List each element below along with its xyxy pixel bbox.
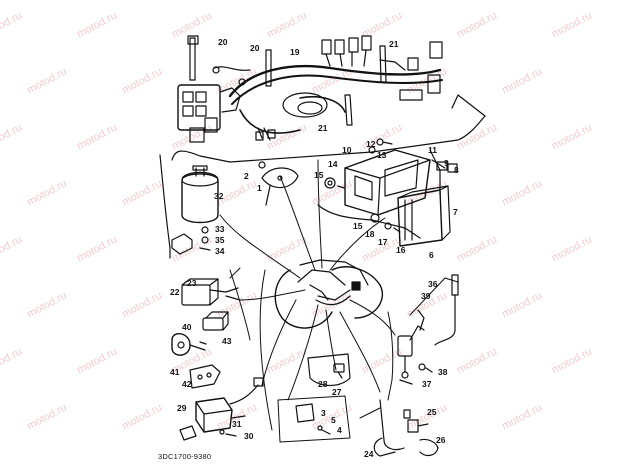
- sensor-group: [277, 353, 351, 443]
- callout-8: 8: [454, 165, 459, 175]
- callout-16: 16: [396, 245, 406, 255]
- callout-27: 27: [332, 387, 342, 397]
- wire-harness-group: [171, 35, 486, 163]
- callout-37: 37: [422, 379, 432, 389]
- callout-42: 42: [182, 379, 192, 389]
- callout-40: 40: [182, 322, 192, 332]
- callout-14: 14: [328, 159, 338, 169]
- callout-35: 35: [215, 235, 225, 245]
- callout-13: 13: [377, 150, 387, 160]
- callout-4: 4: [337, 425, 342, 435]
- callout-19: 19: [290, 47, 300, 57]
- callout-31: 31: [232, 419, 242, 429]
- battery-box-group: [317, 138, 458, 247]
- callout-17: 17: [378, 237, 388, 247]
- callout-5: 5: [331, 415, 336, 425]
- callout-9: 9: [444, 158, 449, 168]
- callout-21a: 21: [389, 39, 399, 49]
- callout-23: 23: [187, 278, 197, 288]
- switch-group: [397, 274, 459, 385]
- callout-20b: 20: [250, 43, 260, 53]
- callout-36: 36: [428, 279, 438, 289]
- callout-33: 33: [215, 224, 225, 234]
- callout-22: 22: [170, 287, 180, 297]
- ignition-coil-group: [159, 154, 219, 259]
- callout-41: 41: [170, 367, 180, 377]
- callout-39: 39: [421, 291, 431, 301]
- callout-15b: 15: [353, 221, 363, 231]
- callout-29: 29: [177, 403, 187, 413]
- callout-34: 34: [215, 246, 225, 256]
- callout-15a: 15: [314, 170, 324, 180]
- callout-28: 28: [318, 379, 328, 389]
- callout-25: 25: [427, 407, 437, 417]
- relay-group: [171, 278, 241, 389]
- leader-lines: [219, 159, 396, 431]
- callout-18: 18: [365, 229, 375, 239]
- callout-30: 30: [244, 431, 254, 441]
- callout-1: 1: [257, 183, 262, 193]
- neutral-switch-group: [373, 399, 439, 457]
- callout-11: 11: [428, 145, 437, 155]
- callout-24: 24: [364, 449, 374, 459]
- callout-3: 3: [321, 408, 326, 418]
- callout-2: 2: [244, 171, 249, 181]
- callout-12: 12: [366, 139, 376, 149]
- callout-38: 38: [438, 367, 448, 377]
- callout-21b: 21: [318, 123, 328, 133]
- callout-20a: 20: [218, 37, 228, 47]
- callout-6: 6: [429, 250, 434, 260]
- motorcycle-silhouette: [274, 259, 383, 329]
- diagram-code-label: 3DC1700-9380: [158, 452, 212, 461]
- cdi-unit-group: [179, 377, 264, 441]
- regulator-group: [258, 161, 299, 206]
- callout-7: 7: [453, 207, 458, 217]
- callout-10: 10: [342, 145, 352, 155]
- callout-26: 26: [436, 435, 446, 445]
- callout-43: 43: [222, 336, 232, 346]
- callout-32: 32: [214, 191, 224, 201]
